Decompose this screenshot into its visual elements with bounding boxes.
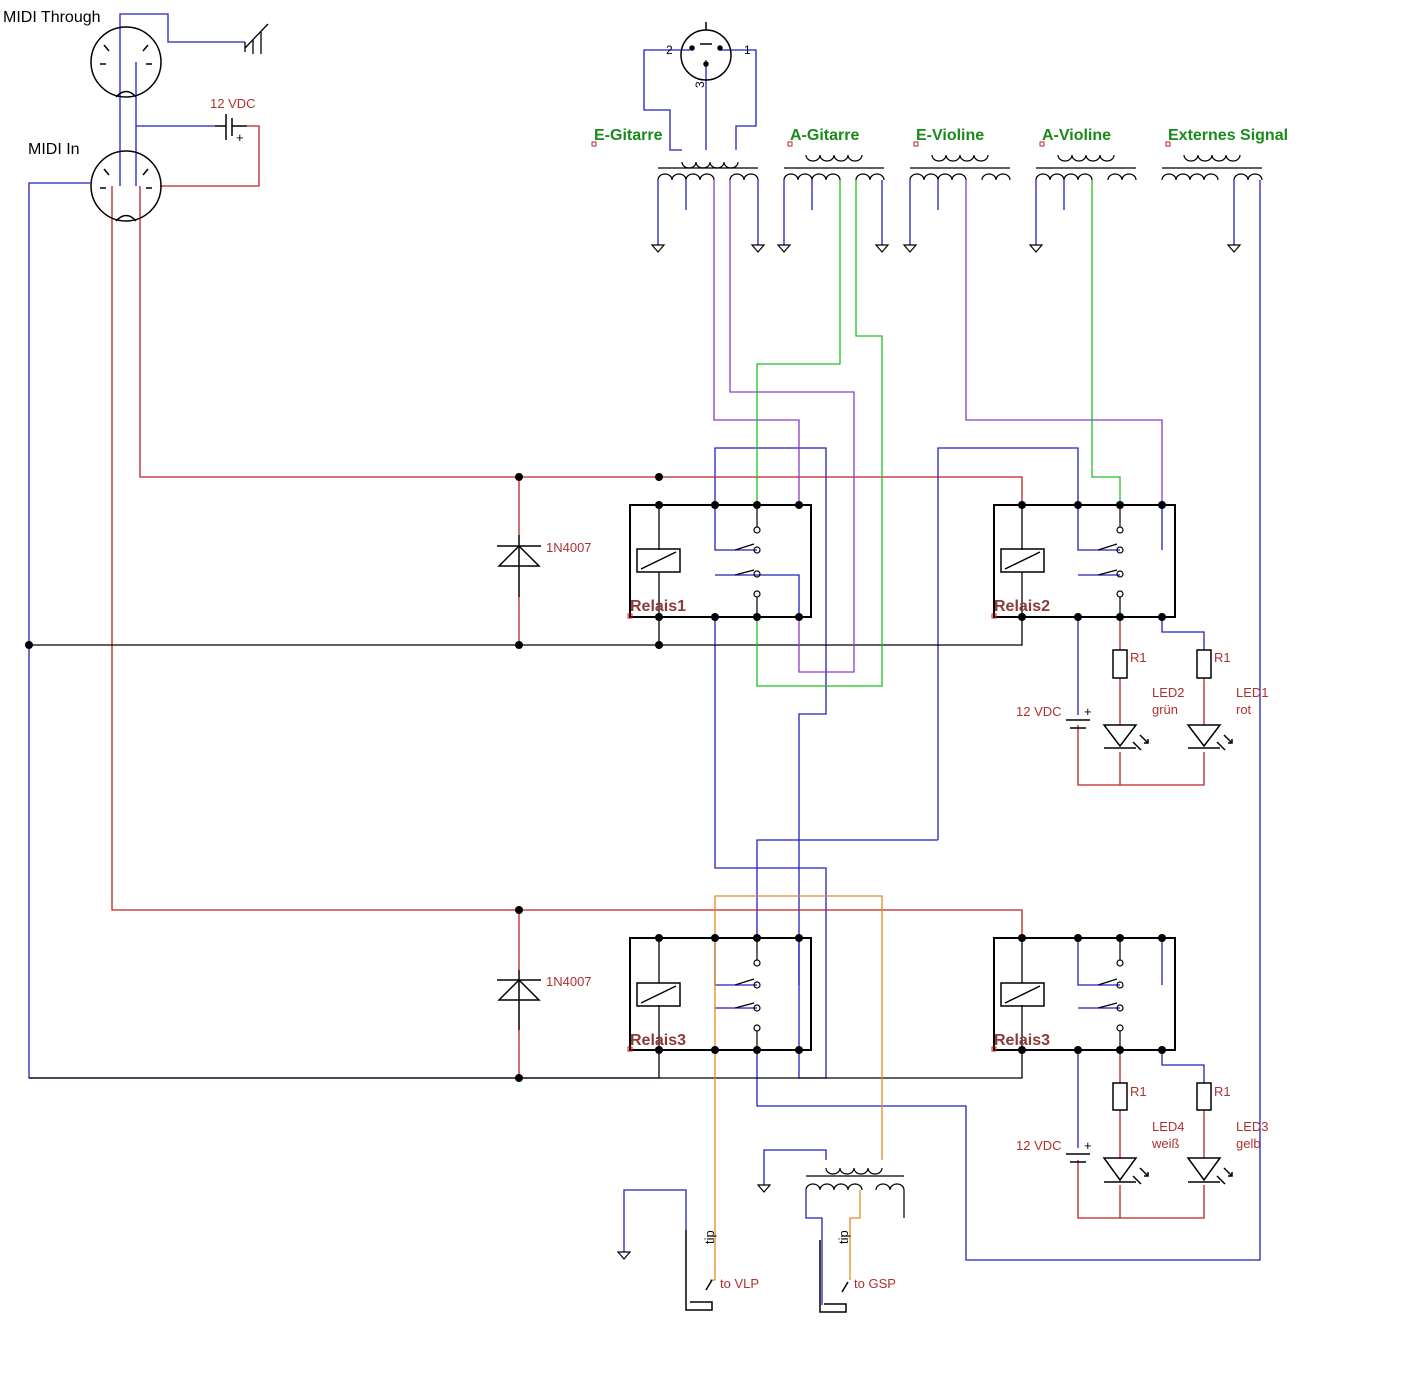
relais3a-label: Relais3: [630, 1032, 686, 1049]
ground-antenna-icon: [244, 23, 269, 54]
e-gitarre-label: E-Gitarre: [594, 127, 663, 144]
a-gitarre-label: A-Gitarre: [790, 127, 859, 144]
black-wires: [29, 505, 1023, 1079]
diode-1: [497, 535, 541, 597]
transformer-e-gitarre: [657, 161, 759, 181]
jacks: [685, 1230, 849, 1313]
led4-name: LED4: [1152, 1119, 1185, 1134]
to-vlp-label: to VLP: [720, 1276, 759, 1291]
vdc-low-label: 12 VDC: [1016, 1138, 1062, 1153]
r1-c-label: R1: [1130, 1084, 1147, 1099]
battery-top-label: 12 VDC: [210, 96, 256, 111]
transformer-a-gitarre: [783, 154, 885, 181]
led2-name: LED2: [1152, 685, 1185, 700]
led1-color: rot: [1236, 702, 1252, 717]
led3-color: gelb: [1236, 1136, 1261, 1151]
r1-b-label: R1: [1214, 650, 1231, 665]
vdc-mid-plus: +: [1084, 704, 1092, 719]
vdc-low-plus: +: [1084, 1138, 1092, 1153]
diode1-label: 1N4007: [546, 540, 592, 555]
a-violine-label: A-Violine: [1042, 127, 1111, 144]
relay-coils: [636, 548, 1045, 1007]
midi-in-label: MIDI In: [28, 141, 80, 158]
r1-a-label: R1: [1130, 650, 1147, 665]
relais2-label: Relais2: [994, 598, 1050, 615]
battery-top: [215, 114, 247, 140]
ground-symbols: [616, 244, 1242, 1260]
relais1-label: Relais1: [630, 598, 686, 615]
tip1-label: tip: [702, 1230, 717, 1244]
batteries-relay: [1066, 719, 1090, 1163]
xlr-pin1-label: 1: [744, 43, 751, 57]
led3-name: LED3: [1236, 1119, 1269, 1134]
transformer-externes-signal: [1161, 154, 1263, 181]
relais3b-label: Relais3: [994, 1032, 1050, 1049]
midi-in-connector: [90, 150, 162, 222]
transformer-a-violine: [1035, 154, 1137, 181]
junction-dots: [25, 473, 1166, 1082]
externes-signal-label: Externes Signal: [1168, 127, 1288, 144]
led2-color: grün: [1152, 702, 1178, 717]
to-gsp-label: to GSP: [854, 1276, 896, 1291]
diode2-label: 1N4007: [546, 974, 592, 989]
transformers: [657, 154, 1263, 1218]
leds: [1102, 724, 1233, 1185]
xlr-connector: [680, 22, 732, 81]
battery-top-plus: +: [236, 130, 244, 145]
r1-d-label: R1: [1214, 1084, 1231, 1099]
e-violine-label: E-Violine: [916, 127, 984, 144]
diode-2: [497, 970, 541, 1030]
label-markers: [591, 141, 1171, 1052]
xlr-pin3-label: 3: [693, 81, 707, 88]
tip2-label: tip: [836, 1230, 851, 1244]
vdc-mid-label: 12 VDC: [1016, 704, 1062, 719]
xlr-pin2-label: 2: [666, 43, 673, 57]
midi-through-connector: [90, 26, 162, 98]
relay-boxes: [629, 504, 1176, 1051]
resistors: [1112, 649, 1212, 1111]
orange-wires: [710, 895, 883, 1281]
midi-through-label: MIDI Through: [3, 9, 101, 26]
relay-switches: [734, 505, 1124, 1050]
led4-color: weiß: [1151, 1136, 1180, 1151]
led1-name: LED1: [1236, 685, 1269, 700]
transformer-e-violine: [909, 154, 1011, 181]
green-wires: [756, 180, 1121, 687]
transformer-bottom: [805, 1167, 905, 1218]
blue-wires: [28, 13, 1261, 1305]
red-wires: [111, 125, 1205, 1219]
